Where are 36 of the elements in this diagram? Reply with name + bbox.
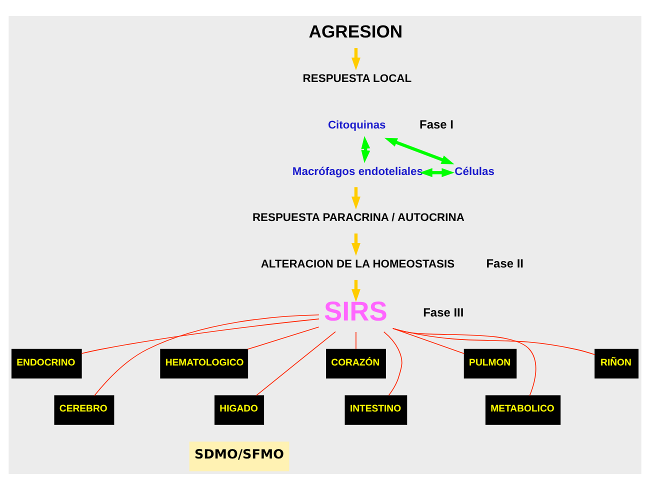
connector	[81, 318, 320, 354]
node-box: HIGADO	[214, 395, 264, 425]
connector	[392, 328, 465, 354]
node-text: Macrófagos endoteliales	[292, 166, 423, 178]
connector	[247, 326, 320, 350]
node-box: METABOLICO	[485, 395, 561, 425]
connector	[94, 314, 320, 396]
node-text: RESPUESTA LOCAL	[302, 73, 412, 86]
node-box: ENDOCRINO	[11, 348, 82, 378]
connector	[392, 328, 536, 396]
label: Fase I	[420, 117, 454, 132]
connector	[383, 331, 402, 396]
node-box: RIÑON	[594, 348, 639, 378]
connector	[256, 331, 336, 396]
arrow	[351, 234, 360, 256]
arrow	[420, 168, 455, 178]
arrow	[384, 138, 454, 164]
node-text: SIRS	[324, 296, 388, 327]
node-text: Células	[454, 166, 494, 178]
node-box: HEMATOLOGICO	[160, 348, 248, 378]
node-box: CORAZÓN	[326, 348, 386, 378]
node-box: CEREBRO	[54, 395, 114, 425]
node-text: RESPUESTA PARACRINA / AUTOCRINA	[252, 212, 464, 224]
arrow	[361, 136, 370, 164]
arrow	[351, 187, 360, 210]
label: Fase III	[423, 306, 464, 320]
label: Fase II	[486, 256, 524, 270]
node-text: ALTERACION DE LA HOMEOSTASIS	[260, 258, 455, 271]
node-box: INTESTINO	[344, 395, 408, 425]
arrow	[351, 48, 360, 70]
arrow	[351, 280, 360, 302]
node-text: Citoquinas	[328, 119, 386, 132]
node-text: AGRESION	[308, 21, 403, 42]
connector	[392, 328, 596, 356]
node-box: SDMO/SFMO	[189, 442, 290, 472]
node-box: PULMON	[464, 348, 517, 378]
